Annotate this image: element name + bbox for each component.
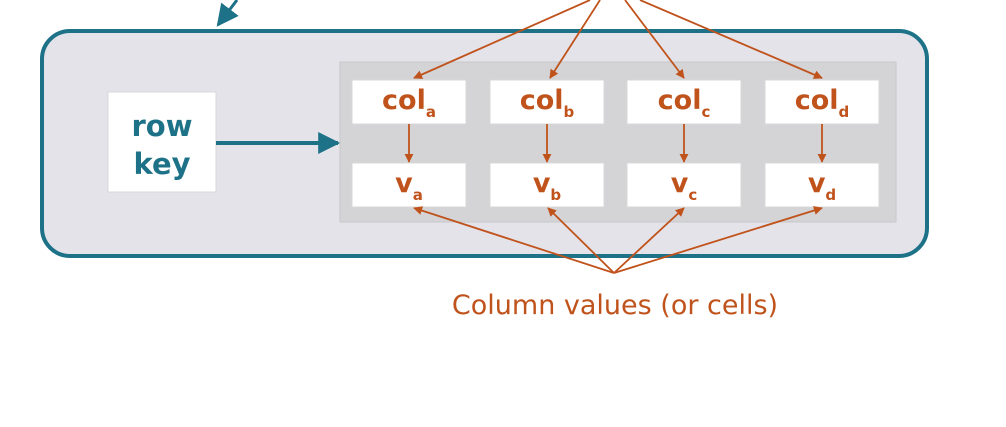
col-cell-d: cold [764,79,880,125]
value-subscript-text: c [688,186,697,204]
col-cell-a: cola [351,79,467,125]
value-base-text: v [808,168,826,199]
value-label-c: vc [671,168,698,204]
column-family-arrow-b [549,0,601,79]
caption-arrow-c [613,207,685,274]
value-cell-d: vd [764,162,880,208]
col-label-d: cold [795,85,850,121]
col-subscript-text: a [426,103,436,121]
caption-arrows [413,206,823,274]
caption-arrow-a [413,206,615,274]
incoming-connector [216,0,239,27]
column-values-caption: Column values (or cells) [452,290,778,321]
col-cell-c: colc [626,79,742,125]
value-cell-b: vb [489,162,605,208]
value-subscript-text: a [413,186,423,204]
column-family-arrow-d [639,0,823,79]
value-subscript-text: b [550,186,561,204]
value-base-text: v [395,168,413,199]
col-subscript-text: b [564,103,575,121]
col-subscript-text: d [839,103,850,121]
caption-arrow-b [547,207,615,274]
col-label-b: colb [520,85,575,121]
value-cell-a: va [351,162,467,208]
value-label-b: vb [533,168,562,204]
value-base-text: v [533,168,551,199]
col-label-c: colc [658,85,711,121]
col-cell-b: colb [489,79,605,125]
caption-arrow-d [613,206,823,274]
row-key-box: row key [107,91,217,193]
col-label-a: cola [382,85,436,121]
row-key-line2: key [133,147,190,181]
value-label-d: vd [808,168,836,204]
value-base-text: v [671,168,689,199]
column-family-arrow-c [624,0,685,79]
col-base-text: col [520,85,564,116]
value-cell-c: vc [626,162,742,208]
column-family-arrows [413,0,823,79]
value-subscript-text: d [825,186,836,204]
row-key-line1: row [131,109,192,143]
col-base-text: col [658,85,702,116]
column-family-arrow-a [413,0,591,79]
column-to-value-arrows [404,124,827,163]
value-label-a: va [395,168,423,204]
col-base-text: col [382,85,426,116]
col-subscript-text: c [701,103,710,121]
col-base-text: col [795,85,839,116]
